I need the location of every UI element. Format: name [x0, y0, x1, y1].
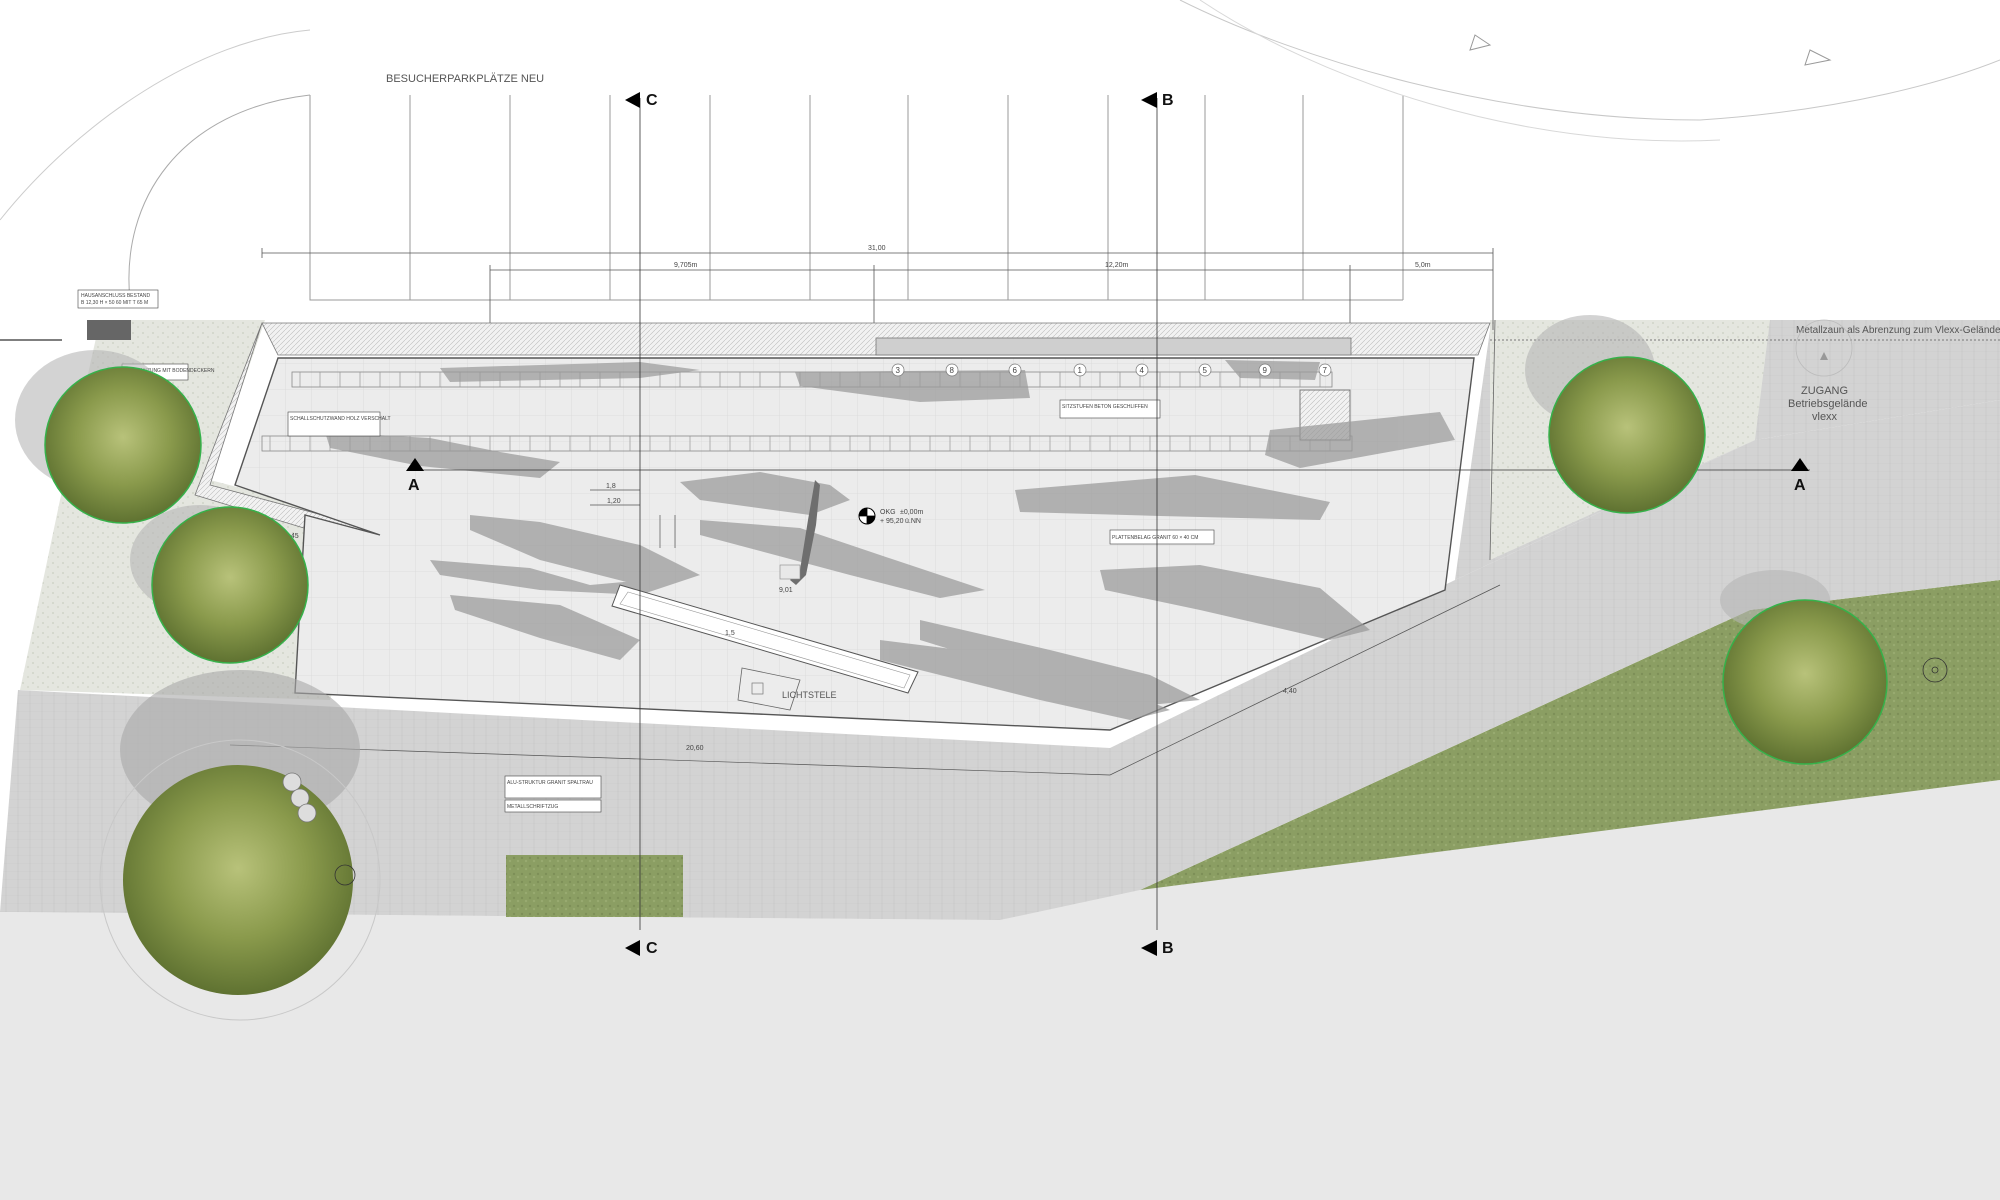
note-2: BEPFLANZUNG MIT BODENDECKERN	[124, 368, 215, 374]
light-basin	[611, 584, 919, 694]
fence-label: Metallzaun als Abrenzung zum Vlexx-Gelän…	[1796, 325, 2000, 336]
seat-number: 1	[1078, 366, 1083, 375]
dim-street: 20,60	[686, 745, 704, 752]
okg-val: ±0,00m	[900, 509, 923, 516]
dim-d: 4,40	[1283, 688, 1297, 695]
section-c-top-arrow	[625, 92, 640, 108]
dim-b: 1,20	[607, 498, 621, 505]
note-7: METALLSCHRIFTZUG	[507, 804, 558, 810]
figure-shadows	[325, 360, 1455, 720]
dim-c: 9,01	[779, 587, 793, 594]
dimension-lines	[261, 248, 1494, 330]
seat-number-circle	[1008, 363, 1022, 377]
compass-icon	[1795, 319, 1853, 377]
note-1: HAUSANSCHLUSS BESTAND	[81, 293, 150, 299]
sculpture	[790, 480, 820, 585]
seat-number-circle	[1135, 363, 1149, 377]
seat-number: 5	[1203, 366, 1208, 375]
section-c-bottom-arrow	[625, 940, 640, 956]
seat-number: 8	[950, 366, 955, 375]
dim-seg3: 5,0m	[1415, 262, 1431, 269]
seat-number-circle	[1073, 363, 1087, 377]
access-sub: Betriebsgelände	[1788, 398, 1868, 410]
parking-label: BESUCHERPARKPLÄTZE NEU	[386, 73, 544, 85]
access-title: ZUGANG	[1801, 385, 1848, 397]
seat-number-circle	[1198, 363, 1212, 377]
dim-seg1: 9,705m	[674, 262, 698, 269]
section-a-right: A	[1794, 477, 1806, 494]
note-5: PLATTENBELAG GRANIT 60 × 40 CM	[1112, 535, 1198, 541]
trees	[15, 315, 1888, 1021]
dim-e: 1,5	[725, 630, 735, 637]
lower-plaza	[0, 780, 2000, 1200]
note-1b: B 12,30 H × 50 60 MIT T 65 M	[81, 300, 148, 306]
tree-icon-2	[130, 505, 309, 664]
lichtstele-box	[737, 667, 801, 711]
seat-number: 3	[896, 366, 901, 375]
note-boxes	[77, 289, 1215, 813]
seat-number-circle	[1258, 363, 1272, 377]
seat-number-circle	[1318, 363, 1332, 377]
seat-number: 6	[1013, 366, 1018, 375]
section-a-left: A	[408, 477, 420, 494]
section-a-right-arrow	[1791, 458, 1809, 471]
lichtstele-label: LICHTSTELE	[782, 690, 837, 700]
note-3: SCHALLSCHUTZWAND HOLZ VERSCHALT	[290, 416, 391, 422]
tree-icon-1	[15, 350, 202, 524]
note-4: SITZSTUFEN BETON GESCHLIFFEN	[1062, 404, 1148, 410]
seat-number: 7	[1323, 366, 1328, 375]
access-sub2: vlexx	[1812, 411, 1838, 423]
grass-patch	[506, 855, 683, 917]
section-c-top: C	[646, 92, 658, 109]
nn: + 95,20	[880, 518, 904, 525]
numbered-seats: 3 8 6 1 4 5 9 7	[891, 363, 1332, 377]
parking-area	[309, 94, 1510, 301]
tree-grate-icon-2	[334, 864, 356, 886]
seat-number-circle	[891, 363, 905, 377]
nn-unit: ü.NN	[905, 518, 921, 525]
street-paving	[0, 400, 2000, 920]
tree-icon-4	[1720, 570, 1888, 765]
tree-icon-3	[1525, 315, 1706, 514]
house-connection	[87, 320, 131, 340]
section-b-bottom-arrow	[1141, 940, 1157, 956]
section-b-top: B	[1162, 92, 1174, 109]
note-6: ALU-STRUKTUR GRANIT SPALTRAU	[507, 780, 593, 786]
tree-grate-icon	[1922, 657, 1948, 683]
section-b-top-arrow	[1141, 92, 1157, 108]
okg: OKG	[880, 509, 896, 516]
seat-number: 4	[1140, 366, 1145, 375]
dim-seg2: 12,20m	[1105, 262, 1129, 269]
dim-a: 1,8	[606, 483, 616, 490]
dim-total: 31,00	[868, 245, 886, 252]
seat-number-circle	[945, 363, 959, 377]
seat-number: 9	[1263, 366, 1268, 375]
section-a-left-arrow	[406, 458, 424, 471]
section-b-bottom: B	[1162, 940, 1174, 957]
section-c-bottom: C	[646, 940, 658, 957]
